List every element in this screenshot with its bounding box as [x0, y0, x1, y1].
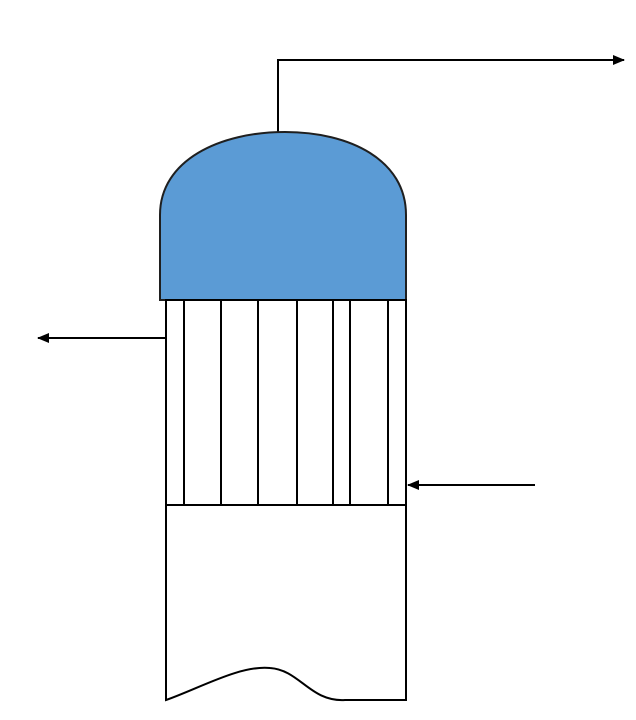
top-outlet-pipe: [277, 55, 625, 132]
tube-bundle-frame: [165, 299, 407, 506]
tube-bundle: [165, 299, 407, 506]
vessel-dome: [159, 130, 407, 301]
vessel-lower-shell: [165, 504, 407, 702]
tube-lines: [183, 300, 389, 505]
